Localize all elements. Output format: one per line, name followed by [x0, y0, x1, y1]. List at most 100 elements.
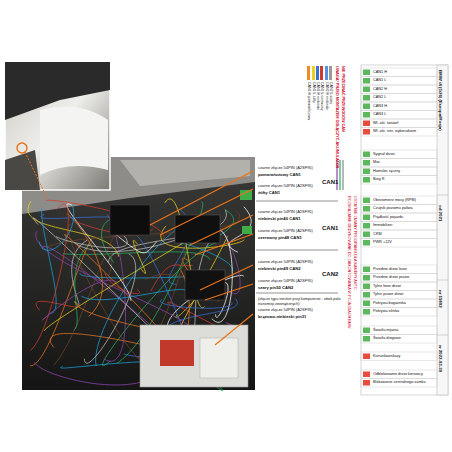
table-row-border	[361, 222, 437, 231]
table-row	[361, 291, 437, 300]
legend-swatch	[330, 66, 333, 80]
legend-swatch	[325, 66, 328, 80]
wire	[105, 273, 140, 293]
table-row-border	[361, 111, 437, 120]
status-square	[363, 328, 370, 334]
status-square	[363, 354, 370, 360]
status-square	[363, 160, 370, 166]
callout-label: czarne złącze 54PIN (A2SF95)	[258, 229, 313, 234]
table-cell: Odblokowanie drzwi kierowcy	[373, 372, 423, 377]
warning-note: NIE PRZECINAĆ PRZEWODÓW CAN	[340, 66, 345, 132]
legend-swatch	[316, 66, 319, 80]
table-row	[361, 205, 437, 214]
status-square	[363, 215, 370, 221]
table-row-border	[361, 265, 437, 274]
legend-swatch	[312, 66, 315, 80]
table-row	[361, 326, 437, 335]
table-row	[361, 299, 437, 308]
note: ROZWIĄZANIE DEDYKOWANE DO ZAMONTOWANIA W…	[346, 196, 351, 329]
status-square	[363, 284, 370, 290]
wire	[133, 240, 145, 273]
status-square	[363, 129, 370, 135]
table-row	[361, 119, 437, 128]
table-cell: Bieg R	[373, 177, 384, 182]
status-square	[363, 232, 370, 238]
wire	[229, 207, 251, 253]
table-row	[361, 102, 437, 111]
table-row	[361, 274, 437, 283]
table-row	[361, 111, 437, 120]
status-square	[363, 336, 370, 342]
wire	[39, 204, 74, 250]
wire	[84, 254, 135, 363]
table-row-border	[361, 213, 437, 222]
table-cell: Czujnik poziomu paliwa	[373, 206, 413, 211]
table-cell: Wł. akt. ster. wybierakiem	[373, 129, 416, 134]
legend-entry: CAN2 L szary	[329, 66, 333, 104]
warning-note: UWAGA! PRZED MONTAŻEM ODŁĄCZYĆ AKUMULATO…	[334, 66, 339, 168]
table-cell: CRM	[373, 232, 382, 237]
table-row-border	[361, 119, 437, 128]
table-cell: PWR +12V	[373, 240, 392, 245]
legend-entry: CAN1 L żółty	[311, 66, 315, 103]
table-row	[361, 379, 437, 388]
status-square	[363, 70, 370, 76]
table-row-border	[361, 335, 437, 344]
legend-entry: CAN1 L czerwony	[320, 66, 324, 111]
table-row-border	[361, 379, 437, 388]
table-row	[361, 308, 437, 317]
table-cell: Wł. akt. świateł	[373, 121, 398, 126]
table-row-border	[361, 196, 437, 205]
table-row-border	[361, 291, 437, 300]
table-row	[361, 176, 437, 185]
wire	[30, 238, 92, 366]
callout-label: niebieski pin40 CAN1	[258, 216, 301, 221]
table-cell: Pokrywa bagażnika	[373, 301, 406, 306]
table-cell: Moc	[373, 160, 380, 165]
status-square	[363, 112, 370, 118]
table-row-border	[361, 150, 437, 159]
callout-label: brązowo-niebieski pin31	[258, 314, 306, 319]
wire	[81, 289, 188, 299]
status-square	[363, 152, 370, 158]
table-cell: Kierunkowskazy	[373, 354, 400, 359]
legend-text: CAN1 H pomarańczowy	[307, 82, 311, 120]
table-row	[361, 335, 437, 344]
table-row-border	[361, 68, 437, 77]
legend-text: CAN2 H niebieski	[325, 82, 329, 110]
wire	[36, 301, 79, 310]
callout-label: czarne złącze 54PIN (A2SF95)	[258, 184, 313, 189]
signal-table	[361, 65, 448, 395]
group-rules	[256, 201, 338, 293]
table-cell: Światła mijania	[373, 328, 398, 333]
callout-label: czarne złącze 54PIN (A2SF95)	[258, 260, 313, 265]
callout-label: niebieski pin49 CAN2	[258, 266, 301, 271]
table-row-border	[361, 370, 437, 379]
status-square	[363, 104, 370, 110]
wire	[44, 231, 203, 331]
table-row	[361, 150, 437, 159]
status-square	[363, 292, 370, 298]
table-cell: CAN3 L	[373, 112, 386, 117]
wire	[42, 280, 117, 320]
bus-label: CAN1	[322, 225, 338, 232]
table-row-border	[361, 299, 437, 308]
table-row-border	[361, 128, 437, 137]
status-square	[363, 275, 370, 281]
table-cell: Tylne lewe drzwi	[373, 284, 401, 289]
callout-label: czarne złącze 54PIN (A2SF95)	[258, 279, 313, 284]
table-row	[361, 352, 437, 361]
table-cell: CAN2 L	[373, 95, 386, 100]
wire	[67, 214, 103, 316]
status-square	[363, 372, 370, 378]
legend-swatch	[321, 66, 324, 80]
legend-text: CAN1 L czerwony	[320, 82, 324, 111]
status-square	[363, 206, 370, 212]
table-cell: Sygnał drzwi	[373, 152, 395, 157]
table-row	[361, 68, 437, 77]
table-row	[361, 77, 437, 86]
table-row-border	[361, 205, 437, 214]
table-cell: Światła drogowe	[373, 336, 401, 341]
callout-label: szary pin50 CAN2	[258, 285, 293, 290]
